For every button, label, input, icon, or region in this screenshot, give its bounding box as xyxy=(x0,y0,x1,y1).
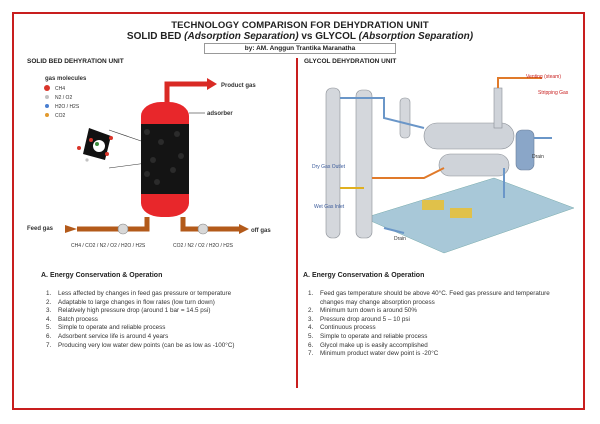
feed-gas-arrow-icon xyxy=(65,225,77,233)
surge-drum xyxy=(438,153,510,177)
list-item: 2.Minimum turn down is around 50% xyxy=(308,307,417,315)
filter-vessel xyxy=(399,97,411,139)
legend-h2o: H2O / H2S xyxy=(55,104,80,110)
off-gas-arrow-icon xyxy=(239,224,249,234)
vent-line xyxy=(497,77,542,88)
list-item: 6.Adsorbent service life is around 4 yea… xyxy=(46,332,169,340)
feed-valve-icon xyxy=(117,223,129,235)
drain-line-2 xyxy=(383,227,405,234)
author-byline: by: AM. Anggun Trantika Maranatha xyxy=(204,43,396,54)
glycol-line-orange xyxy=(372,167,445,179)
legend-n2: N2 / O2 xyxy=(55,95,72,101)
h2o-dot-icon xyxy=(45,104,49,108)
feed-gas-label: Feed gas xyxy=(27,226,54,232)
page-title: TECHNOLOGY COMPARISON FOR DEHYDRATION UN… xyxy=(171,20,429,31)
list-item: 6.Glycol make up is easily accomplished xyxy=(308,341,428,349)
contactor-column-1 xyxy=(325,87,341,239)
list-item: 3.Pressure drop around 5 – 10 psi xyxy=(308,315,410,323)
glycol-plant-diagram: Venting (steam) Stripping Gas Dry Gas Ou… xyxy=(312,74,575,254)
drain-label-1: Drain xyxy=(532,154,544,160)
callout-line-top xyxy=(108,129,148,144)
list-item: 7.Producing very low water dew points (c… xyxy=(46,341,235,349)
venting-label: Venting (steam) xyxy=(526,74,561,80)
adsorber-label: adsorber xyxy=(207,111,233,117)
dry-gas-outlet-label: Dry Gas Outlet xyxy=(312,164,346,170)
list-item: 5.Simple to operate and reliable process xyxy=(46,324,166,332)
column-divider xyxy=(296,58,298,388)
glycol-line-blue xyxy=(340,97,425,129)
stripping-column xyxy=(515,129,535,171)
list-item: 4.Continuous process xyxy=(308,324,376,332)
legend-co2: CO2 xyxy=(55,113,66,119)
off-valve-icon xyxy=(197,223,209,235)
glycol-pump-2 xyxy=(450,208,472,218)
solid-bed-list: 1.Less affected by changes in feed gas p… xyxy=(46,290,292,350)
adsorber-vessel xyxy=(141,102,189,217)
legend-title: gas molecules xyxy=(45,76,87,82)
callout-line-bottom xyxy=(108,162,148,169)
page-border xyxy=(12,12,585,410)
solid-bed-diagram: gas molecules CH4 N2 / O2 H2O / H2S CO2 … xyxy=(27,76,271,249)
glycol-section-title: GLYCOL DEHYDRATION UNIT xyxy=(304,58,397,65)
list-item: 7.Minimum product water dew point is -20… xyxy=(308,350,439,358)
glycol-list: 1.Feed gas temperature should be above 4… xyxy=(308,290,572,359)
right-section-heading: A. Energy Conservation & Operation xyxy=(303,272,425,279)
still-column xyxy=(493,87,503,129)
stripping-gas-label: Stripping Gas xyxy=(538,90,569,96)
page-subtitle: SOLID BED (Adsorption Separation) vs GLY… xyxy=(126,31,474,42)
list-item: 1.Less affected by changes in feed gas p… xyxy=(46,290,232,297)
reboiler-drum xyxy=(423,122,515,150)
list-item: 4.Batch process xyxy=(46,315,98,323)
co2-dot-icon xyxy=(45,113,49,117)
product-gas-arrow-icon xyxy=(207,78,217,90)
left-section-heading: A. Energy Conservation & Operation xyxy=(41,272,163,279)
glycol-pump-1 xyxy=(422,200,444,210)
off-gas-label: off gas xyxy=(251,228,271,234)
ch4-dot-icon xyxy=(44,85,50,91)
n2-dot-icon xyxy=(45,95,49,99)
list-item: 5.Simple to operate and reliable process xyxy=(308,332,428,340)
off-gas-pipe xyxy=(180,217,241,232)
contactor-column-2 xyxy=(355,89,373,239)
feed-composition: CH4 / CO2 / N2 / O2 / H2O / H2S xyxy=(71,243,146,249)
off-composition: CO2 / N2 / O2 / H2O / H2S xyxy=(173,243,234,249)
feed-gas-pipe xyxy=(77,217,150,232)
legend-ch4: CH4 xyxy=(55,86,65,92)
list-item: 1.Feed gas temperature should be above 4… xyxy=(308,290,550,306)
list-item: 3.Relatively high pressure drop (around … xyxy=(46,307,211,315)
product-gas-label: Product gas xyxy=(221,83,256,89)
product-gas-pipe xyxy=(164,81,207,103)
adsorbent-particle-icon xyxy=(77,128,113,162)
drain-label-2: Drain xyxy=(394,236,406,242)
list-item: 2.Adaptable to large changes in flow rat… xyxy=(46,298,215,306)
wet-gas-inlet-label: Wet Gas Inlet xyxy=(314,204,345,210)
solid-bed-section-title: SOLID BED DEHYRATION UNIT xyxy=(27,58,124,65)
